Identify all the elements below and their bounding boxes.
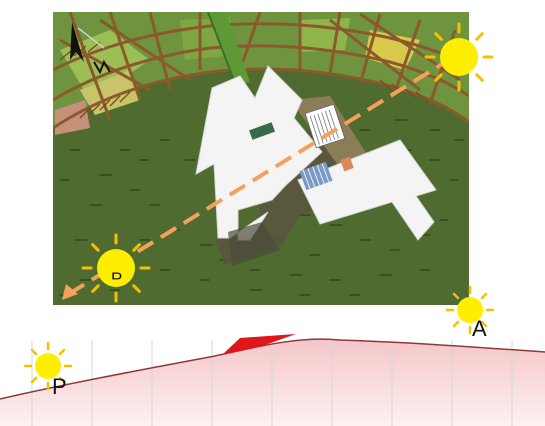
elevation-sunset-label: P: [52, 376, 67, 398]
elevation-section: [0, 334, 545, 426]
elevation-sunrise-label: A: [472, 318, 487, 340]
